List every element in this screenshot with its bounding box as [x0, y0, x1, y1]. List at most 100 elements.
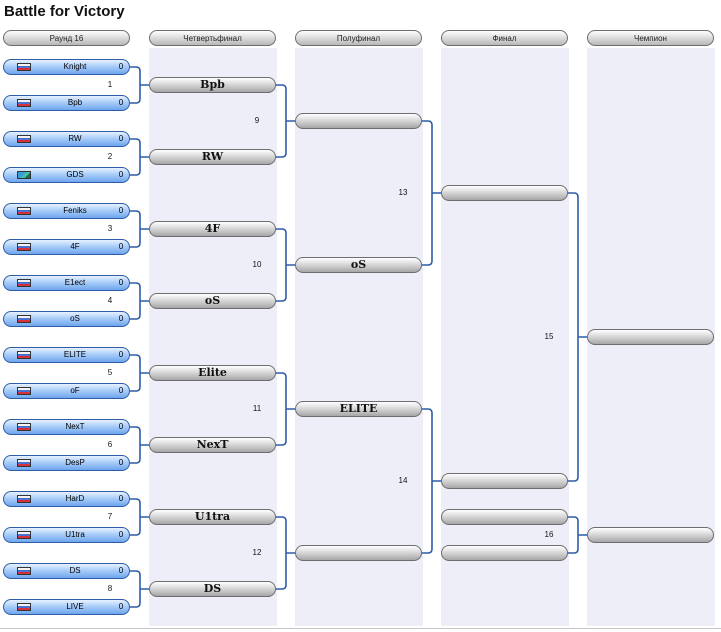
quarterfinal-slot-label: U1tra	[194, 510, 231, 523]
semifinal-column-background	[295, 48, 423, 626]
team-score: 0	[118, 422, 124, 431]
quarterfinal-slot[interactable]: Elite	[149, 365, 276, 381]
quarterfinal-slot-label: NexT	[196, 438, 229, 451]
bracket-connector	[130, 426, 149, 464]
bracket-connector	[276, 228, 295, 302]
round-header-round16: Раунд 16	[3, 30, 130, 46]
team-flag-icon	[17, 531, 31, 539]
team-name: DesP	[65, 458, 85, 467]
team-name: Bpb	[67, 98, 83, 107]
bracket-connector	[130, 138, 149, 176]
semifinal-slot[interactable]	[295, 545, 422, 561]
team-flag-icon	[17, 279, 31, 287]
final-slot[interactable]	[441, 185, 568, 201]
round16-team-slot[interactable]: Bpb 0	[3, 95, 130, 111]
quarterfinal-slot[interactable]: 4F	[149, 221, 276, 237]
team-name: Knight	[63, 62, 87, 71]
quarterfinal-slot[interactable]: NexT	[149, 437, 276, 453]
quarterfinal-slot[interactable]: RW	[149, 149, 276, 165]
quarterfinal-column-background	[149, 48, 277, 626]
bracket-connector	[276, 372, 295, 446]
bracket-connector	[130, 498, 149, 536]
team-name: Feniks	[63, 206, 87, 215]
match-number: 7	[107, 512, 113, 521]
round-header-semifinal: Полуфинал	[295, 30, 422, 46]
team-flag-icon	[17, 495, 31, 503]
team-flag-icon	[17, 603, 31, 611]
team-name: oS	[70, 314, 80, 323]
champion-slot[interactable]	[587, 329, 714, 345]
bracket-connector	[568, 516, 587, 554]
third-place-winner-slot[interactable]	[587, 527, 714, 543]
team-score: 0	[118, 458, 124, 467]
quarterfinal-slot[interactable]: U1tra	[149, 509, 276, 525]
team-score: 0	[118, 278, 124, 287]
match-number: 5	[107, 368, 113, 377]
round16-team-slot[interactable]: NexT 0	[3, 419, 130, 435]
third-place-slot[interactable]	[441, 509, 568, 525]
team-name: 4F	[70, 242, 80, 251]
round16-team-slot[interactable]: DesP 0	[3, 455, 130, 471]
team-flag-icon	[17, 567, 31, 575]
bracket-connector	[130, 210, 149, 248]
team-score: 0	[118, 98, 124, 107]
team-score: 0	[118, 602, 124, 611]
team-score: 0	[118, 62, 124, 71]
page-title: Battle for Victory	[4, 3, 125, 20]
round-header-final: Финал	[441, 30, 568, 46]
quarterfinal-slot[interactable]: DS	[149, 581, 276, 597]
match-number: 9	[254, 116, 260, 125]
quarterfinal-slot-label: DS	[203, 582, 222, 595]
match-number: 1	[107, 80, 113, 89]
quarterfinal-slot[interactable]: oS	[149, 293, 276, 309]
semifinal-slot[interactable]: oS	[295, 257, 422, 273]
bracket-connector	[276, 516, 295, 590]
bottom-divider	[0, 628, 721, 629]
bracket-connector	[130, 354, 149, 392]
team-flag-icon	[17, 243, 31, 251]
bracket-connector	[422, 120, 441, 266]
semifinal-slot-label: oS	[350, 258, 367, 271]
match-number: 15	[544, 332, 554, 341]
team-flag-icon	[17, 423, 31, 431]
team-flag-icon	[17, 459, 31, 467]
team-score: 0	[118, 386, 124, 395]
round16-team-slot[interactable]: oS 0	[3, 311, 130, 327]
team-name: NexT	[65, 422, 85, 431]
bracket-connector	[568, 192, 587, 482]
team-name: GDS	[66, 170, 84, 179]
team-score: 0	[118, 314, 124, 323]
final-slot[interactable]	[441, 473, 568, 489]
team-score: 0	[118, 566, 124, 575]
third-place-slot[interactable]	[441, 545, 568, 561]
match-number: 8	[107, 584, 113, 593]
round16-team-slot[interactable]: Knight 0	[3, 59, 130, 75]
match-number: 16	[544, 530, 554, 539]
team-flag-icon	[17, 351, 31, 359]
quarterfinal-slot-label: oS	[204, 294, 221, 307]
match-number: 2	[107, 152, 113, 161]
match-number: 6	[107, 440, 113, 449]
semifinal-slot-label: ELITE	[339, 402, 378, 415]
team-name: U1tra	[65, 530, 85, 539]
team-score: 0	[118, 134, 124, 143]
quarterfinal-slot[interactable]: Bpb	[149, 77, 276, 93]
semifinal-slot[interactable]	[295, 113, 422, 129]
team-flag-icon	[17, 171, 31, 179]
bracket-connector	[130, 570, 149, 608]
match-number: 13	[398, 188, 408, 197]
match-number: 11	[252, 404, 262, 413]
semifinal-slot[interactable]: ELITE	[295, 401, 422, 417]
